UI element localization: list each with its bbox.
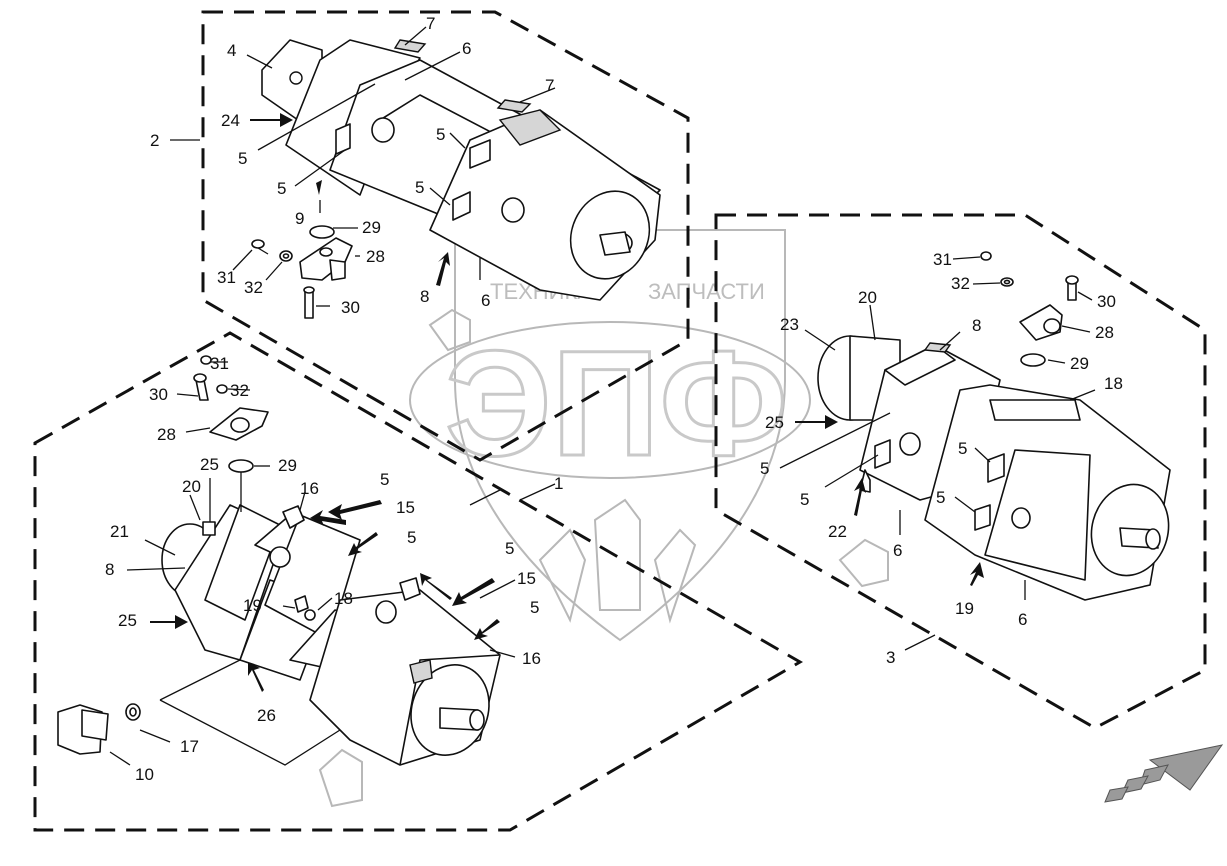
label-30: 30 <box>341 298 360 317</box>
label-32: 32 <box>244 278 263 297</box>
label-8: 8 <box>420 287 429 306</box>
label-17: 17 <box>180 737 199 756</box>
label-5: 5 <box>407 528 416 547</box>
label-24: 24 <box>221 111 240 130</box>
label-4: 4 <box>227 41 236 60</box>
label-5: 5 <box>505 539 514 558</box>
label-15: 15 <box>396 498 415 517</box>
watermark: ТЕХНИКА ЗАПЧАСТИ ЭПФ <box>409 229 811 642</box>
label-32: 32 <box>230 381 249 400</box>
watermark-logo-text: ЭПФ <box>445 319 788 487</box>
label-31: 31 <box>217 268 236 287</box>
label-5: 5 <box>936 488 945 507</box>
label-26: 25 <box>200 455 219 474</box>
label-5: 5 <box>958 439 967 458</box>
label-30: 30 <box>149 385 168 404</box>
label-5: 5 <box>277 179 286 198</box>
watermark-text-right: ЗАПЧАСТИ <box>648 279 765 304</box>
label-29: 29 <box>278 456 297 475</box>
label-5: 5 <box>238 149 247 168</box>
assembly-2-fitting <box>251 225 471 352</box>
label-29: 29 <box>1070 354 1089 373</box>
label-6: 6 <box>462 39 471 58</box>
label-16: 16 <box>522 649 541 668</box>
label-6: 6 <box>1018 610 1027 629</box>
label-19: 19 <box>243 596 262 615</box>
assembly-1-pump <box>161 504 501 808</box>
direction-arrow-icon <box>1104 744 1224 803</box>
label-28: 28 <box>366 247 385 266</box>
assembly-3-fitting <box>980 251 1079 367</box>
label-28: 28 <box>1095 323 1114 342</box>
label-25: 25 <box>118 611 137 630</box>
label-7: 8 <box>972 316 981 335</box>
label-5: 5 <box>436 125 445 144</box>
label-20: 20 <box>182 477 201 496</box>
group-outline-1 <box>33 331 803 832</box>
label-18: 18 <box>334 589 353 608</box>
group-outline-2 <box>201 10 690 462</box>
label-2: 2 <box>150 131 159 150</box>
label-31: 31 <box>933 250 952 269</box>
label-29: 29 <box>362 218 381 237</box>
label-25: 25 <box>765 413 784 432</box>
watermark-ellipse <box>409 321 811 479</box>
label-27: 26 <box>257 706 276 725</box>
label-5: 5 <box>530 598 539 617</box>
label-5: 5 <box>415 178 424 197</box>
assembly-1-fitting <box>57 355 341 766</box>
assembly-2-pump <box>261 39 661 301</box>
leader-lines <box>109 26 1096 766</box>
label-23: 23 <box>780 315 799 334</box>
label-19: 19 <box>955 599 974 618</box>
label-7: 7 <box>545 76 554 95</box>
label-9: 9 <box>295 209 304 228</box>
label-28: 28 <box>157 425 176 444</box>
label-5: 5 <box>800 490 809 509</box>
callout-arrows <box>150 113 984 692</box>
label-5: 5 <box>380 470 389 489</box>
label-5: 5 <box>760 459 769 478</box>
label-16: 16 <box>300 479 319 498</box>
callout-labels: 2 4 7 6 7 24 5 5 5 5 9 29 28 31 32 30 8 … <box>105 14 1123 784</box>
label-1: 1 <box>554 474 563 493</box>
label-10: 10 <box>135 765 154 784</box>
label-21: 21 <box>110 522 129 541</box>
label-18: 18 <box>1104 374 1123 393</box>
label-32: 32 <box>951 274 970 293</box>
label-31: 31 <box>210 354 229 373</box>
label-6: 6 <box>481 291 490 310</box>
assembly-3-pump <box>817 335 1171 601</box>
label-8: 8 <box>105 560 114 579</box>
label-30: 30 <box>1097 292 1116 311</box>
label-7: 7 <box>426 14 435 33</box>
label-6: 6 <box>893 541 902 560</box>
label-22: 22 <box>828 522 847 541</box>
watermark-shield <box>454 229 786 642</box>
label-15: 15 <box>517 569 536 588</box>
label-20: 20 <box>858 288 877 307</box>
label-3: 3 <box>886 648 895 667</box>
watermark-emblem <box>538 498 697 624</box>
